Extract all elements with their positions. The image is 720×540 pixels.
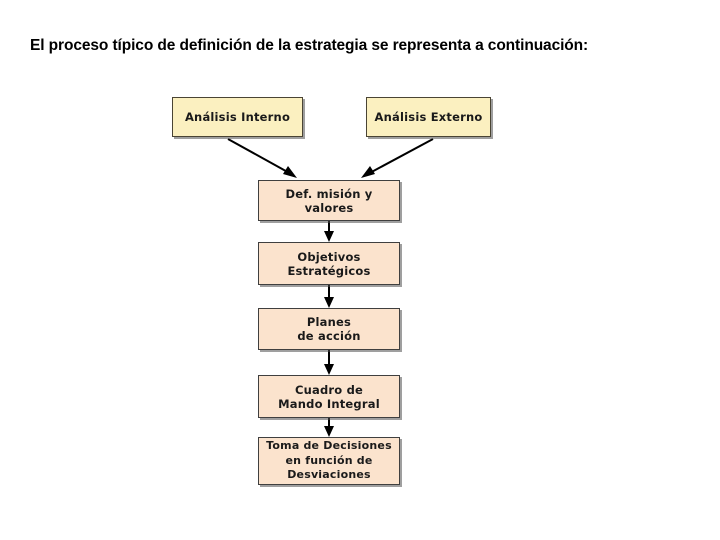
node-objetivos-estrategicos[interactable]: Objetivos Estratégicos	[258, 242, 400, 285]
node-planes-de-accion[interactable]: Planes de acción	[258, 308, 400, 350]
node-analisis-externo[interactable]: Análisis Externo	[366, 97, 491, 137]
node-label: Análisis Externo	[374, 110, 483, 124]
edge-cuadro-mando-to-toma-decisiones	[324, 418, 334, 437]
node-analisis-interno[interactable]: Análisis Interno	[172, 97, 303, 137]
node-label: Def. misión y valores	[285, 186, 373, 215]
node-label: Planes de acción	[297, 315, 361, 343]
edge-def-mision-to-objetivos	[324, 221, 334, 242]
edge-analisis-externo-to-def-mision	[361, 138, 434, 178]
page-title: El proceso típico de definición de la es…	[30, 37, 589, 54]
edge-objetivos-to-planes	[324, 285, 334, 308]
node-label: Objetivos Estratégicos	[287, 249, 371, 278]
edge-analisis-interno-to-def-mision	[227, 138, 297, 178]
node-cuadro-de-mando-integral[interactable]: Cuadro de Mando Integral	[258, 375, 400, 418]
node-label: Análisis Interno	[184, 110, 291, 124]
edge-planes-to-cuadro-mando	[324, 350, 334, 375]
node-label: Toma de Decisiones en función de Desviac…	[266, 439, 392, 482]
node-label: Cuadro de Mando Integral	[278, 382, 380, 411]
node-def-mision-y-valores[interactable]: Def. misión y valores	[258, 180, 400, 221]
node-toma-de-decisiones[interactable]: Toma de Decisiones en función de Desviac…	[258, 437, 400, 485]
